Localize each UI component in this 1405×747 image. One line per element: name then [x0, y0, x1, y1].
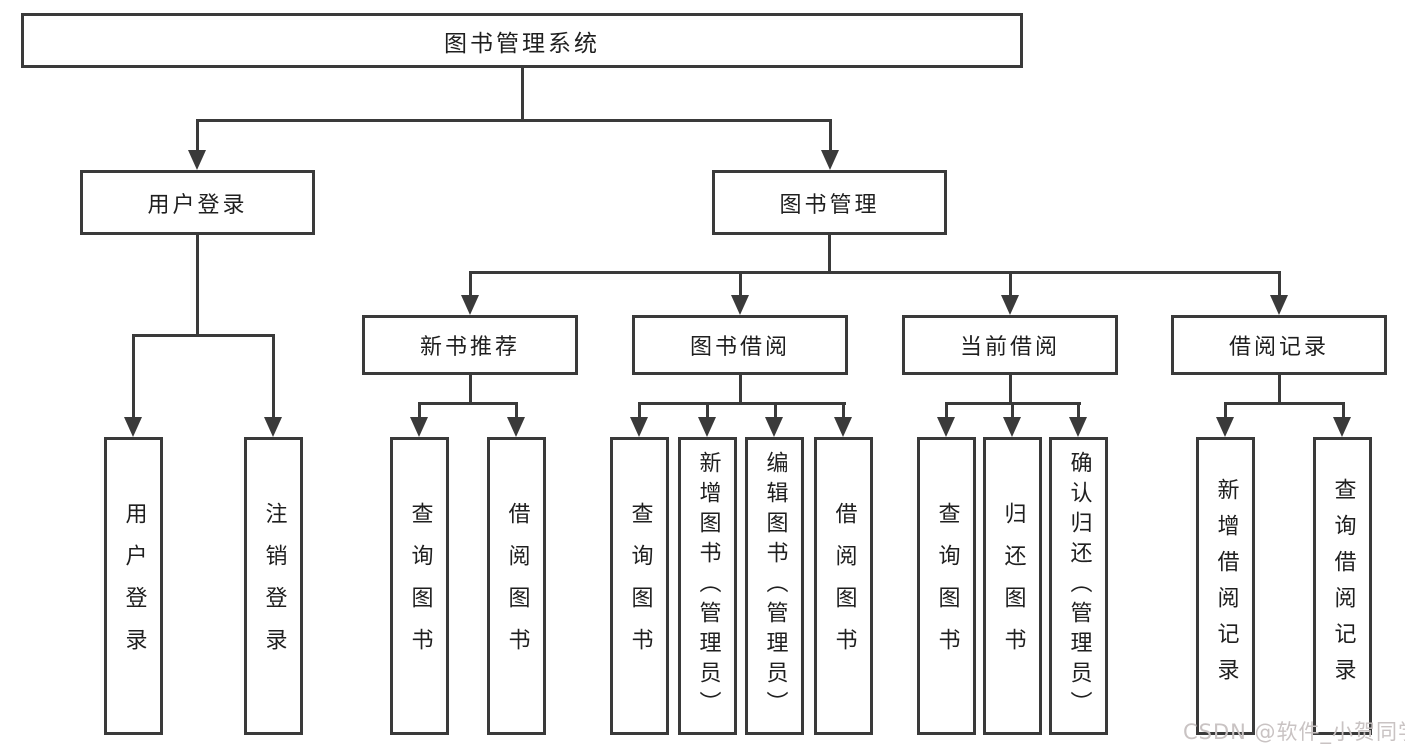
connector-line — [196, 119, 199, 152]
arrow-down-icon — [188, 150, 206, 170]
leaf-query-books-current: 查询图书 — [917, 437, 976, 735]
leaf-edit-books-admin-label: 编辑图书（管理员） — [762, 451, 788, 721]
connector-line — [469, 271, 472, 296]
node-borrowing-records-label: 借阅记录 — [1228, 335, 1329, 360]
watermark: CSDN @软件_小贺同学 — [1183, 720, 1405, 744]
leaf-user-login: 用户登录 — [104, 437, 163, 735]
connector-line — [774, 402, 777, 418]
connector-line — [945, 402, 948, 418]
leaf-query-books-borrowing-label: 查询图书 — [627, 502, 653, 670]
leaf-query-books-current-label: 查询图书 — [934, 502, 960, 670]
connector-line — [706, 402, 709, 418]
arrow-down-icon — [1003, 417, 1021, 437]
leaf-logout-login-label: 注销登录 — [261, 502, 287, 670]
arrow-down-icon — [731, 295, 749, 315]
connector-line — [1342, 402, 1345, 418]
arrow-down-icon — [1216, 417, 1234, 437]
connector-line — [196, 119, 832, 122]
connector-line — [1278, 375, 1281, 404]
node-book-borrowing-label: 图书借阅 — [689, 335, 790, 360]
connector-line — [1224, 402, 1227, 418]
arrow-down-icon — [264, 417, 282, 437]
leaf-query-books-recommend-label: 查询图书 — [407, 502, 433, 670]
connector-line — [638, 402, 641, 418]
arrow-down-icon — [698, 417, 716, 437]
connector-line — [132, 334, 135, 418]
leaf-add-books-admin: 新增图书（管理员） — [678, 437, 737, 735]
arrow-down-icon — [1069, 417, 1087, 437]
connector-line — [521, 67, 524, 121]
arrow-down-icon — [834, 417, 852, 437]
connector-line — [418, 402, 421, 418]
node-new-book-recommend: 新书推荐 — [362, 315, 578, 375]
node-book-management: 图书管理 — [712, 170, 947, 235]
leaf-logout-login: 注销登录 — [244, 437, 303, 735]
connector-line — [196, 235, 199, 337]
leaf-borrow-books-borrowing-label: 借阅图书 — [831, 502, 857, 670]
node-book-borrowing: 图书借阅 — [632, 315, 848, 375]
leaf-user-login-label: 用户登录 — [121, 502, 147, 670]
arrow-down-icon — [124, 417, 142, 437]
leaf-edit-books-admin: 编辑图书（管理员） — [745, 437, 804, 735]
leaf-query-borrow-record-label: 查询借阅记录 — [1330, 478, 1356, 694]
leaf-query-borrow-record: 查询借阅记录 — [1313, 437, 1372, 735]
arrow-down-icon — [1001, 295, 1019, 315]
connector-line — [638, 402, 846, 405]
node-library-system: 图书管理系统 — [21, 13, 1023, 68]
arrow-down-icon — [410, 417, 428, 437]
connector-line — [739, 375, 742, 404]
connector-line — [515, 402, 518, 418]
connector-line — [1009, 375, 1012, 404]
arrow-down-icon — [461, 295, 479, 315]
leaf-add-books-admin-label: 新增图书（管理员） — [695, 451, 721, 721]
connector-line — [1011, 402, 1014, 418]
leaf-borrow-books-borrowing: 借阅图书 — [814, 437, 873, 735]
arrow-down-icon — [1270, 295, 1288, 315]
connector-line — [1077, 402, 1080, 418]
connector-line — [1278, 271, 1281, 296]
leaf-query-books-recommend: 查询图书 — [390, 437, 449, 735]
node-new-book-recommend-label: 新书推荐 — [419, 335, 520, 360]
connector-line — [1009, 271, 1012, 296]
connector-line — [842, 402, 845, 418]
connector-line — [272, 334, 275, 418]
connector-line — [469, 271, 1281, 274]
connector-line — [418, 402, 518, 405]
arrow-down-icon — [937, 417, 955, 437]
connector-line — [132, 334, 275, 337]
leaf-confirm-return-admin-label: 确认归还（管理员） — [1066, 451, 1092, 721]
leaf-borrow-books-recommend-label: 借阅图书 — [504, 502, 530, 670]
arrow-down-icon — [1333, 417, 1351, 437]
leaf-borrow-books-recommend: 借阅图书 — [487, 437, 546, 735]
node-library-system-label: 图书管理系统 — [444, 30, 600, 57]
connector-line — [739, 271, 742, 296]
arrow-down-icon — [765, 417, 783, 437]
leaf-return-books-label: 归还图书 — [1000, 502, 1026, 670]
node-book-management-label: 图书管理 — [779, 192, 880, 218]
node-user-login: 用户登录 — [80, 170, 315, 235]
arrow-down-icon — [821, 150, 839, 170]
arrow-down-icon — [507, 417, 525, 437]
arrow-down-icon — [630, 417, 648, 437]
connector-line — [1224, 402, 1345, 405]
connector-line — [829, 119, 832, 152]
leaf-confirm-return-admin: 确认归还（管理员） — [1049, 437, 1108, 735]
connector-line — [469, 375, 472, 404]
leaf-query-books-borrowing: 查询图书 — [610, 437, 669, 735]
leaf-add-borrow-record: 新增借阅记录 — [1196, 437, 1255, 735]
leaf-return-books: 归还图书 — [983, 437, 1042, 735]
node-current-borrowing-label: 当前借阅 — [959, 335, 1060, 360]
node-current-borrowing: 当前借阅 — [902, 315, 1118, 375]
connector-line — [828, 235, 831, 274]
node-borrowing-records: 借阅记录 — [1171, 315, 1387, 375]
leaf-add-borrow-record-label: 新增借阅记录 — [1213, 478, 1239, 694]
node-user-login-label: 用户登录 — [147, 192, 248, 218]
